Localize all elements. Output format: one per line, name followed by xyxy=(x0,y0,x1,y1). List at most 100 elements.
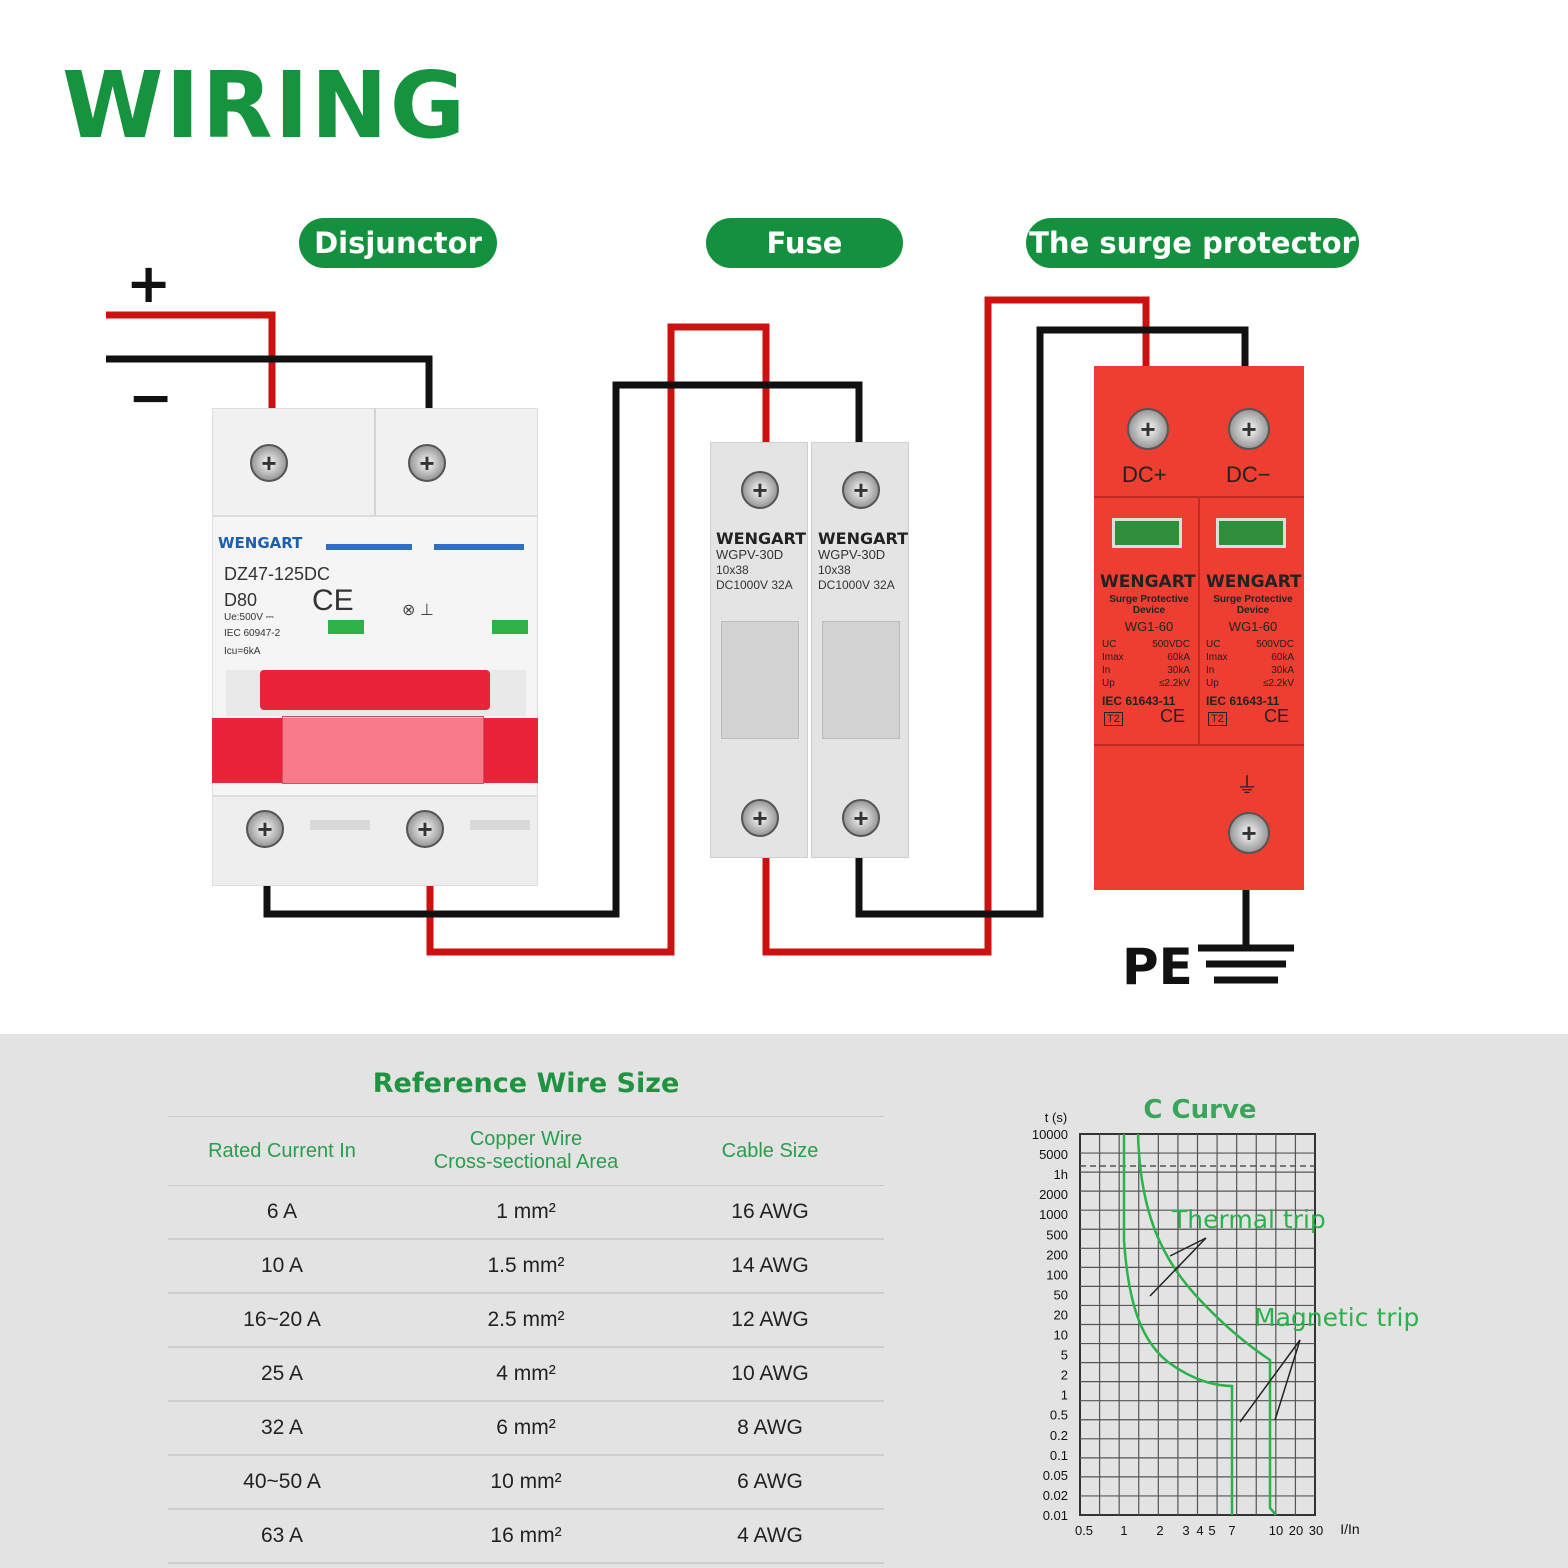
thermal-trip-curve xyxy=(1122,1134,1234,1515)
wire-positive-input xyxy=(106,311,276,410)
status-window xyxy=(1216,518,1286,548)
wire-negative-input xyxy=(106,355,433,410)
ground-symbol xyxy=(1198,944,1294,984)
status-indicator xyxy=(328,620,364,634)
thermal-trip-label: Thermal trip xyxy=(1171,1205,1326,1234)
table-header: Rated Current In Copper Wire Cross-secti… xyxy=(168,1116,884,1186)
table-row: 63 A 16 mm² 4 AWG xyxy=(168,1510,884,1564)
fuse-model: WGPV-30D xyxy=(818,547,886,562)
y-axis-label: t (s) xyxy=(1045,1110,1067,1125)
terminal-dc-plus: DC+ xyxy=(1122,462,1167,487)
y-tick-label: 20 xyxy=(1054,1307,1068,1322)
screw-icon: + xyxy=(1127,408,1169,450)
table-cell: 10 AWG xyxy=(731,1362,809,1385)
y-tick-label: 500 xyxy=(1046,1227,1068,1242)
x-tick-label: 7 xyxy=(1228,1523,1235,1538)
x-tick-label: 5 xyxy=(1208,1523,1215,1538)
table-row: 6 A 1 mm² 16 AWG xyxy=(168,1186,884,1240)
negative-sign: − xyxy=(128,366,174,429)
magnetic-trip-curve xyxy=(1136,1133,1277,1516)
wire-table-title: Reference Wire Size xyxy=(372,1068,680,1099)
screw-icon: + xyxy=(741,471,779,509)
screw-icon: + xyxy=(408,444,446,482)
table-row: 10 A 1.5 mm² 14 AWG xyxy=(168,1240,884,1294)
page-title: WIRING xyxy=(62,52,468,159)
breaker-icu: Icu=6kA xyxy=(224,646,261,657)
surge-protector: + + DC+ DC− WENGART Surge Protective Dev… xyxy=(1094,366,1304,890)
table-cell: 6 AWG xyxy=(737,1470,803,1493)
fuse-brand: WENGART xyxy=(716,529,806,548)
table-row: 16~20 A 2.5 mm² 12 AWG xyxy=(168,1294,884,1348)
status-window xyxy=(1112,518,1182,548)
breaker-standard: IEC 60947-2 xyxy=(224,628,281,639)
handle-cover xyxy=(282,716,484,784)
table-cell: 10 A xyxy=(260,1254,304,1277)
table-cell: 16~20 A xyxy=(243,1308,321,1331)
wiring-lines xyxy=(106,296,1294,984)
table-cell: 6 mm² xyxy=(496,1416,556,1439)
table-cell: 32 A xyxy=(260,1416,304,1439)
y-tick-label: 2000 xyxy=(1039,1187,1068,1202)
table-cell: 8 AWG xyxy=(737,1416,803,1439)
wire-size-table: Rated Current In Copper Wire Cross-secti… xyxy=(168,1116,884,1564)
fuse-rating: DC1000V 32A xyxy=(716,578,793,592)
x-axis-label: I/In xyxy=(1340,1521,1359,1537)
label-fuse: Fuse xyxy=(706,218,903,268)
breaker-handle[interactable] xyxy=(260,670,490,710)
status-indicator xyxy=(492,620,528,634)
screw-icon: + xyxy=(246,810,284,848)
table-cell: 10 mm² xyxy=(490,1470,562,1493)
positive-sign: + xyxy=(126,252,172,315)
circuit-symbol-icon: ⊗ ⊥ xyxy=(402,602,434,619)
circuit-breaker: + + WENGART DZ47-125DC D80 CE Ue:500V ⎓ … xyxy=(212,408,538,886)
reference-panel xyxy=(0,1034,1568,1568)
screw-icon: + xyxy=(1228,812,1270,854)
table-cell: 4 AWG xyxy=(737,1524,803,1547)
fuse-window xyxy=(822,621,900,739)
fuse-pole-2: + WENGART WGPV-30D 10x38 DC1000V 32A + xyxy=(811,442,909,858)
spd-standard: IEC 61643-11 xyxy=(1206,694,1280,708)
x-tick-label: 4 xyxy=(1196,1523,1203,1538)
table-cell: 1.5 mm² xyxy=(487,1254,565,1277)
breaker-ue: Ue:500V ⎓ xyxy=(224,612,274,623)
screw-icon: + xyxy=(250,444,288,482)
table-cell: 40~50 A xyxy=(243,1470,321,1493)
y-tick-label: 0.05 xyxy=(1043,1468,1068,1483)
x-tick-label: 1 xyxy=(1120,1523,1127,1538)
y-tick-label: 200 xyxy=(1046,1247,1068,1262)
terminal-dc-minus: DC− xyxy=(1226,462,1271,487)
screw-icon: + xyxy=(842,799,880,837)
header-copper-area: Copper Wire Cross-sectional Area xyxy=(433,1128,619,1173)
spd-class: T2 xyxy=(1208,712,1227,726)
screw-icon: + xyxy=(406,810,444,848)
y-tick-label: 0.5 xyxy=(1050,1408,1068,1423)
table-cell: 2.5 mm² xyxy=(487,1308,565,1331)
breaker-model: DZ47-125DC xyxy=(224,564,331,584)
x-tick-label: 3 xyxy=(1182,1523,1189,1538)
ground-icon: ⏚ xyxy=(1236,773,1259,798)
wire-negative-fuse-spd xyxy=(855,326,1249,918)
y-tick-label: 0.01 xyxy=(1043,1508,1068,1523)
table-cell: 16 mm² xyxy=(490,1524,562,1547)
y-tick-label: 1 xyxy=(1061,1388,1068,1403)
fuse-window xyxy=(721,621,799,739)
y-tick-label: 0.2 xyxy=(1050,1428,1068,1443)
table-cell: 14 AWG xyxy=(731,1254,809,1277)
y-tick-label: 10000 xyxy=(1032,1127,1068,1142)
y-tick-label: 50 xyxy=(1054,1287,1068,1302)
y-tick-label: 0.1 xyxy=(1050,1448,1068,1463)
fuse-brand: WENGART xyxy=(818,529,908,548)
spd-brand: WENGART xyxy=(1206,572,1302,592)
fuse-model: WGPV-30D xyxy=(716,547,784,562)
wire-negative-breaker-fuse xyxy=(263,381,863,918)
header-rated-current: Rated Current In xyxy=(208,1139,356,1162)
fuse-size: 10x38 xyxy=(818,563,851,577)
spd-desc: Surge Protective Device xyxy=(1213,594,1293,616)
spd-model: WG1-60 xyxy=(1124,619,1174,634)
label-disjunctor: Disjunctor xyxy=(299,218,497,268)
y-tick-label: 100 xyxy=(1046,1267,1068,1282)
curve-title: C Curve xyxy=(1143,1095,1256,1125)
table-cell: 25 A xyxy=(260,1362,304,1385)
